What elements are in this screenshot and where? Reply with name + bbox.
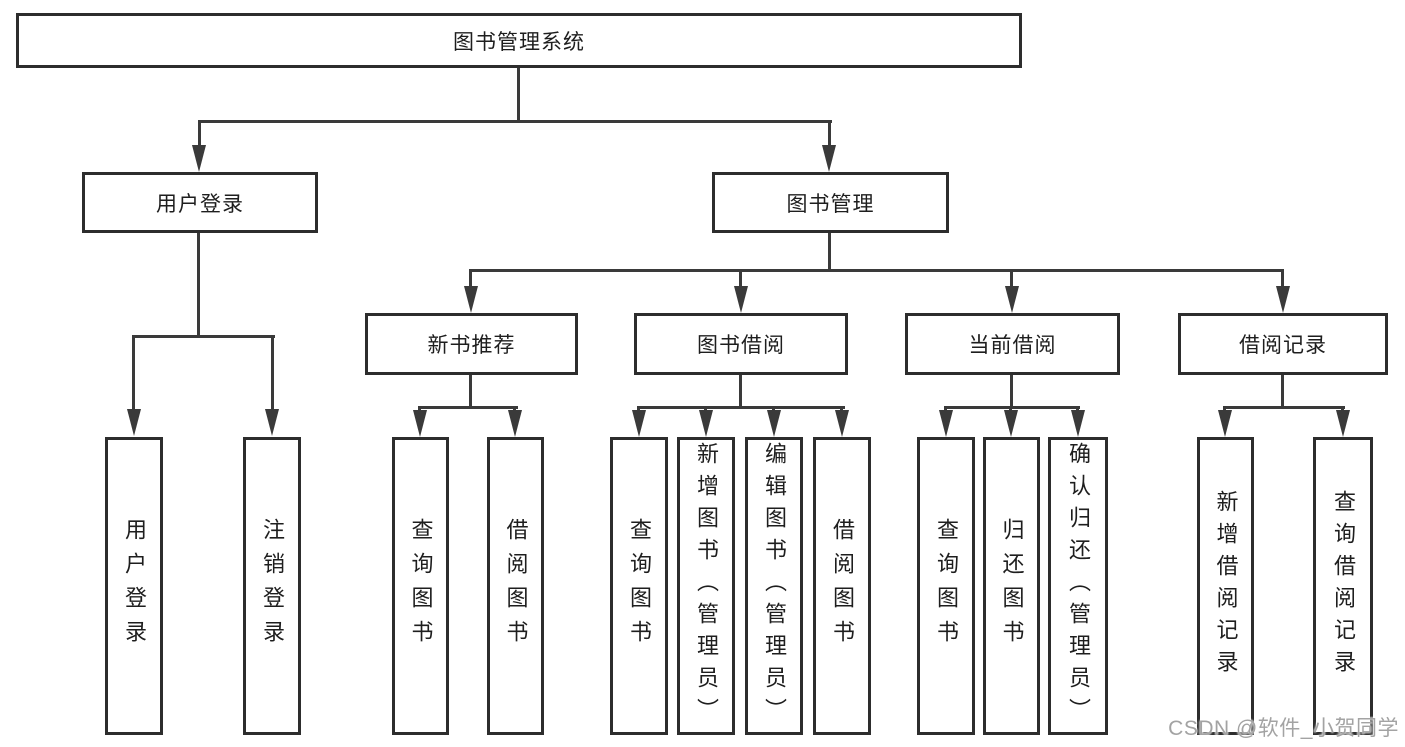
arrowhead-down [1336,410,1350,437]
node-label: 查询图书 [627,518,652,654]
connector-line [739,373,742,409]
connector-line [1010,269,1013,291]
leaf-borrow-books: 借阅图书 [813,437,871,735]
node-label: 新增图书（管理员） [694,442,719,730]
node-label: 新增借阅记录 [1213,490,1239,682]
arrowhead-down [939,410,953,437]
node-label: 图书管理系统 [453,30,585,54]
node-label: 借阅图书 [830,518,855,654]
connector-line [1281,373,1284,409]
node-label: 查询图书 [408,518,434,654]
node-book-management: 图书管理 [712,172,949,233]
leaf-add-borrow-record: 新增借阅记录 [1197,437,1254,735]
leaf-user-login: 用户登录 [105,437,163,735]
arrowhead-down [192,145,206,172]
leaf-query-books-borrowing: 查询图书 [610,437,668,735]
node-current-borrowing: 当前借阅 [905,313,1120,375]
arrowhead-down [1071,410,1085,437]
node-library-management-system: 图书管理系统 [16,13,1022,68]
leaf-edit-books-admin: 编辑图书（管理员） [745,437,803,735]
leaf-query-books-current: 查询图书 [917,437,975,735]
node-label: 当前借阅 [968,334,1057,357]
connector-line [469,269,472,291]
connector-line [470,269,1284,272]
node-label: 图书管理 [786,192,875,216]
arrowhead-down [413,410,427,437]
connector-line [517,66,520,122]
connector-line [828,232,831,272]
leaf-add-books-admin: 新增图书（管理员） [677,437,735,735]
arrowhead-down [1276,286,1290,313]
node-book-borrowing: 图书借阅 [634,313,848,375]
connector-line [132,335,135,411]
leaf-confirm-return-admin: 确认归还（管理员） [1048,437,1108,735]
leaf-borrow-books-recommend: 借阅图书 [487,437,544,735]
connector-line [1010,373,1013,409]
node-label: 图书借阅 [697,334,785,357]
node-label: 注销登录 [260,518,285,654]
arrowhead-down [822,145,836,172]
node-label: 归还图书 [999,518,1025,654]
connector-line [739,269,742,291]
leaf-query-books-recommend: 查询图书 [392,437,449,735]
node-label: 查询借阅记录 [1331,490,1356,682]
connector-line [271,335,274,411]
arrowhead-down [508,410,522,437]
leaf-return-books: 归还图书 [983,437,1040,735]
node-user-login: 用户登录 [82,172,318,233]
arrowhead-down [1005,286,1019,313]
node-label: 用户登录 [122,518,147,654]
arrowhead-down [127,409,141,436]
connector-line [197,232,200,337]
connector-line [132,335,275,338]
arrowhead-down [265,409,279,436]
arrowhead-down [1004,410,1018,437]
connector-line [944,406,1080,409]
connector-line [1223,406,1345,409]
node-borrowing-records: 借阅记录 [1178,313,1388,375]
node-label: 编辑图书（管理员） [762,442,787,730]
arrowhead-down [464,286,478,313]
arrowhead-down [734,286,748,313]
leaf-query-borrow-record: 查询借阅记录 [1313,437,1373,735]
arrowhead-down [632,410,646,437]
connector-line [1281,269,1284,291]
connector-line [198,120,832,123]
node-label: 新书推荐 [427,334,516,357]
arrowhead-down [1218,410,1232,437]
node-label: 用户登录 [156,192,244,216]
connector-line [469,373,472,409]
connector-line [419,406,518,409]
node-label: 借阅记录 [1239,334,1327,357]
arrowhead-down [835,410,849,437]
connector-line [637,406,845,409]
node-label: 借阅图书 [503,518,529,654]
connector-line [198,120,201,152]
arrowhead-down [699,410,713,437]
node-new-book-recommend: 新书推荐 [365,313,578,375]
leaf-logout: 注销登录 [243,437,301,735]
connector-line [828,120,831,152]
arrowhead-down [767,410,781,437]
csdn-watermark: CSDN @软件_小贺同学 [1168,717,1399,740]
node-label: 确认归还（管理员） [1066,442,1091,730]
node-label: 查询图书 [934,518,959,654]
